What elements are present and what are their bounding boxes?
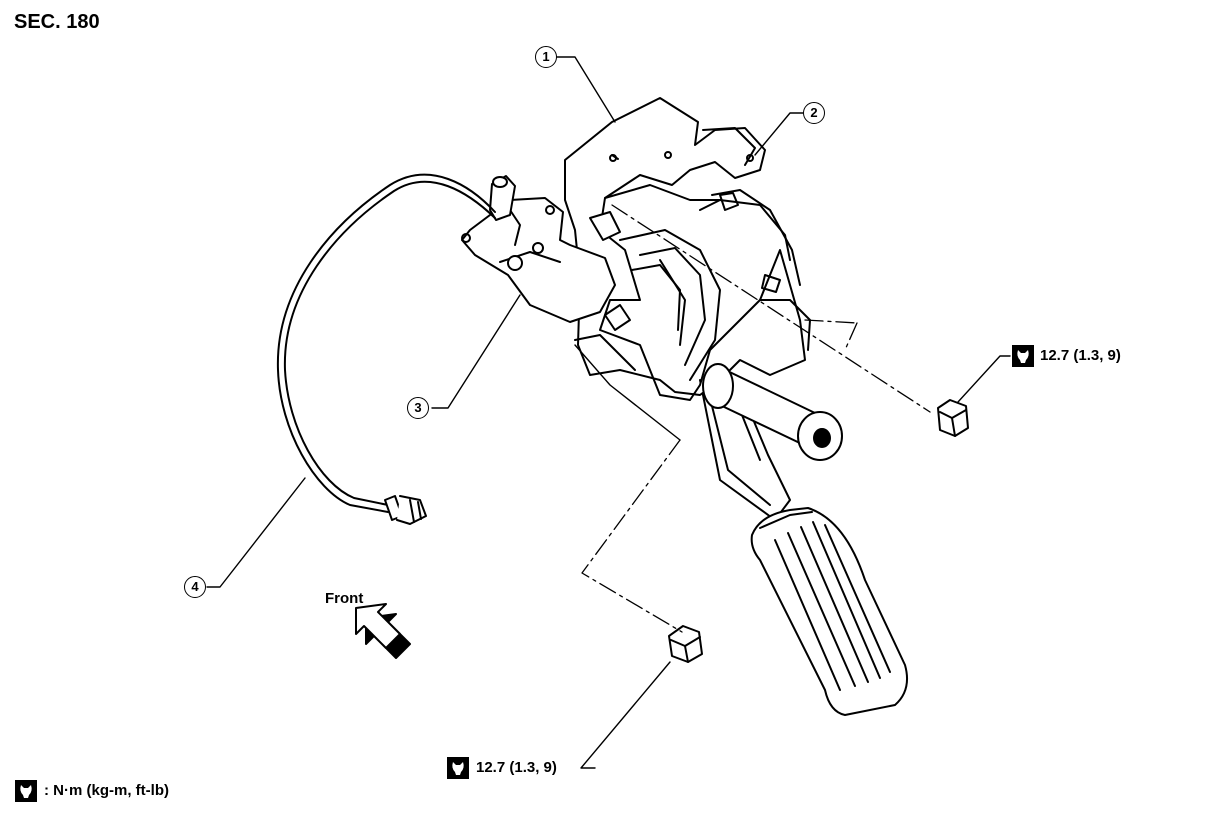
upper-nut bbox=[937, 399, 969, 437]
leader-lines bbox=[206, 56, 1011, 769]
torque-wrench-icon bbox=[15, 780, 37, 802]
callout-4: 4 bbox=[184, 576, 206, 598]
pedal-position-sensor bbox=[461, 175, 631, 331]
upper-nut-torque: 12.7 (1.3, 9) bbox=[1040, 347, 1121, 364]
lower-nut bbox=[668, 625, 703, 663]
sensor-harness bbox=[276, 173, 496, 525]
callout-3: 3 bbox=[407, 397, 429, 419]
front-label: Front bbox=[325, 590, 364, 607]
pedal-bracket-housing bbox=[564, 97, 811, 401]
pivot-shaft bbox=[702, 363, 843, 461]
callout-1: 1 bbox=[535, 46, 557, 68]
front-arrow-icon bbox=[355, 603, 411, 659]
torque-wrench-icon bbox=[1012, 345, 1034, 367]
section-label: SEC. 180 bbox=[14, 11, 100, 33]
lower-nut-torque: 12.7 (1.3, 9) bbox=[476, 759, 557, 776]
torque-wrench-icon bbox=[447, 757, 469, 779]
callout-2: 2 bbox=[803, 102, 825, 124]
torque-units-legend: : N·m (kg-m, ft-lb) bbox=[44, 782, 169, 799]
pedal-pad bbox=[750, 507, 908, 716]
bolt-centerlines bbox=[581, 204, 931, 633]
